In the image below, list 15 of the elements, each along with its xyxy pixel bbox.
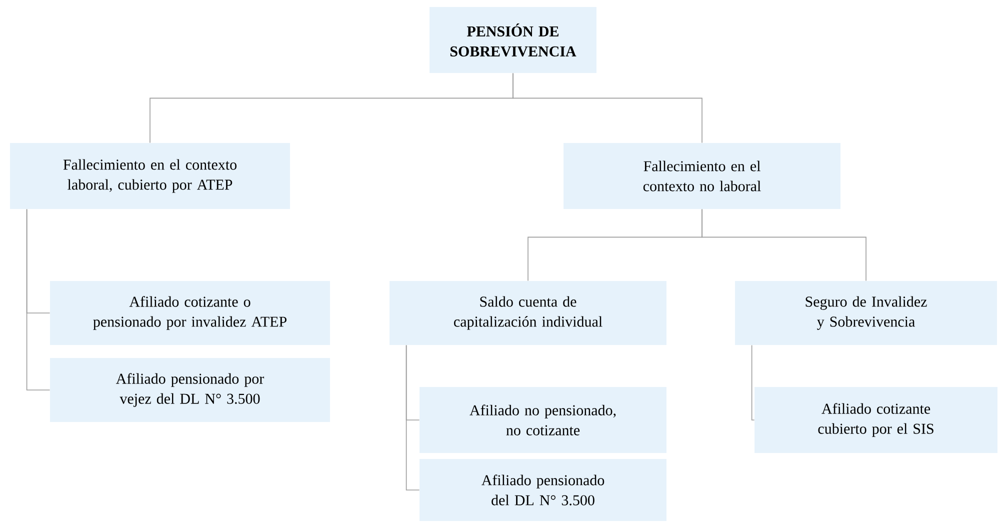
category-box: Seguro de Invalidez y Sobrevivencia [735,281,998,345]
category-box: Afiliado cotizante o pensionado por invalidez ATEP [50,281,330,345]
category-box: Afiliado cotizante cubierto por el SIS [754,387,998,453]
category-box: Afiliado pensionado del DL N° 3.500 [420,459,666,521]
connector-line [702,208,866,282]
connector-line [26,208,50,390]
category-box: Saldo cuenta de capitalización individual [390,281,666,345]
category-box: Afiliado no pensionado, no cotizante [420,387,666,453]
category-box: Fallecimiento en el contexto no laboral [564,143,841,209]
title-box: PENSIÓN DE SOBREVIVENCIA [430,7,596,73]
connector-line [512,72,702,144]
connector-line [751,344,755,420]
category-box: Afiliado pensionado por vejez del DL N° 3.500 [50,358,330,422]
category-box: Fallecimiento en el contexto laboral, cubierto por ATEP [10,143,290,209]
connector-line [406,344,420,490]
